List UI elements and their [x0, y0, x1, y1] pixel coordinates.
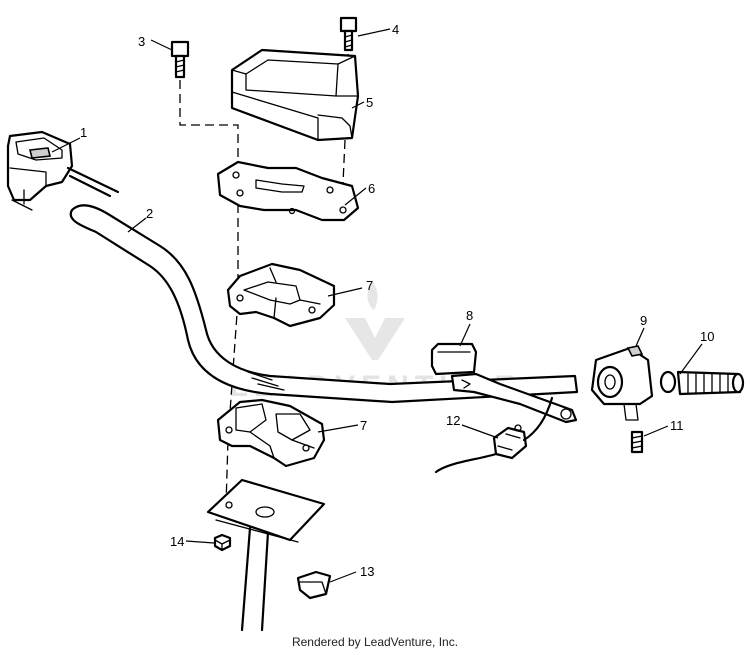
- callout-11: 11: [670, 418, 684, 433]
- callout-2: 2: [146, 206, 153, 221]
- master-cylinder-1: [6, 130, 120, 211]
- callout-5: 5: [366, 95, 373, 110]
- callout-4: 4: [392, 22, 399, 37]
- handlebar-pad-5: [230, 48, 360, 142]
- callout-9: 9: [640, 313, 647, 328]
- grip-10: [659, 370, 745, 396]
- throttle-housing-9: [590, 345, 654, 421]
- callout-12: 12: [446, 413, 460, 428]
- callout-13: 13: [360, 564, 374, 579]
- switch-12: [434, 396, 554, 474]
- callout-1: 1: [80, 125, 87, 140]
- cable-clip-13: [296, 570, 332, 600]
- handlebar-2: [69, 204, 579, 404]
- callout-3: 3: [138, 34, 145, 49]
- bolt-3: [170, 40, 190, 79]
- callout-10: 10: [700, 329, 714, 344]
- callout-labels: 1 2 3 4 5 6 7 7 8 9 10 11 12 13 14: [80, 22, 714, 579]
- clutch-perch-8: [430, 342, 578, 424]
- nut-14: [213, 533, 232, 552]
- callout-7-upper: 7: [366, 278, 373, 293]
- screw-11: [630, 430, 644, 454]
- top-plate-6: [216, 160, 360, 222]
- lower-clamp-7: [216, 398, 326, 468]
- callout-8: 8: [466, 308, 473, 323]
- leader-lines: [51, 28, 703, 583]
- footer-credit: Rendered by LeadVenture, Inc.: [291, 635, 459, 649]
- bolt-4: [339, 16, 358, 52]
- callout-6: 6: [368, 181, 375, 196]
- steering-column: [206, 478, 326, 632]
- callout-7-lower: 7: [360, 418, 367, 433]
- upper-clamp-7: [226, 262, 336, 328]
- callout-14: 14: [170, 534, 184, 549]
